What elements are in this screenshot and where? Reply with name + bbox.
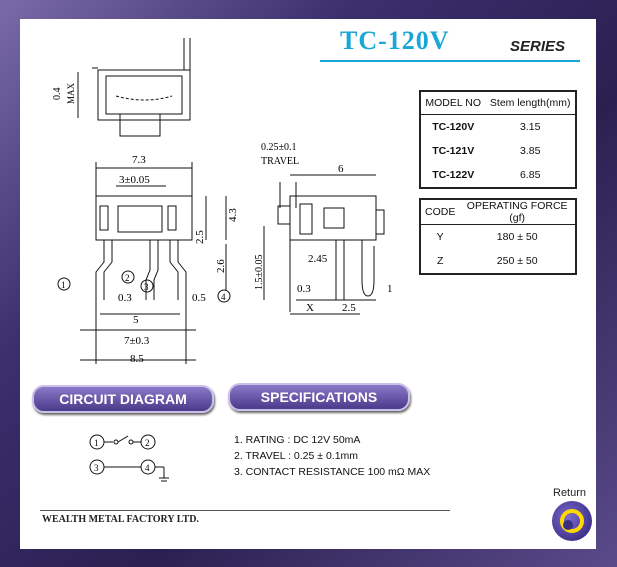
- dim-label: 6: [338, 163, 344, 175]
- return-icon: [560, 509, 584, 533]
- dim-label: 1: [387, 283, 393, 295]
- dim-label: 0.3: [118, 292, 132, 304]
- dim-label: 7.3: [132, 154, 146, 166]
- spec-item: 1. RATING : DC 12V 50mA: [234, 434, 361, 446]
- table-row: TC-120V 3.15: [432, 121, 541, 133]
- table-header: CODE: [420, 199, 460, 225]
- svg-text:4: 4: [145, 463, 150, 473]
- dim-label: 5: [133, 314, 139, 326]
- dim-label: MAX: [66, 82, 76, 104]
- dim-label: 3±0.05: [119, 174, 150, 186]
- dim-label: 2.5: [194, 230, 206, 244]
- factory-name: WEALTH METAL FACTORY LTD.: [42, 514, 199, 525]
- dim-label: 0.3: [297, 283, 311, 295]
- model-table: MODEL NO Stem length(mm) TC-120V 3.15 TC…: [419, 90, 577, 189]
- footer-divider: [40, 510, 450, 511]
- table-row: TC-122V 6.85: [432, 169, 541, 181]
- dim-label: 8.5: [130, 353, 144, 365]
- circuit-diagram: 1 2 3 4: [89, 434, 169, 482]
- spec-item: 3. CONTACT RESISTANCE 100 mΩ MAX: [234, 466, 431, 478]
- dim-label: 0.25±0.1: [261, 142, 297, 153]
- specifications-heading: SPECIFICATIONS: [228, 383, 410, 411]
- pin-number: 1: [61, 280, 66, 290]
- pin-number: 2: [125, 273, 130, 283]
- table-header: OPERATING FORCE (gf): [459, 199, 576, 225]
- spec-item: 2. TRAVEL : 0.25 ± 0.1mm: [234, 450, 359, 462]
- dim-label: X: [306, 302, 314, 314]
- svg-text:3: 3: [94, 463, 99, 473]
- table-row: Y 180 ± 50: [436, 231, 538, 243]
- dim-label: 2.6: [215, 259, 227, 273]
- dim-label: 0.5: [192, 292, 206, 304]
- pin-number: 3: [144, 282, 149, 292]
- dim-label: 1.5±0.05: [254, 255, 265, 291]
- dim-label: TRAVEL: [261, 156, 299, 167]
- force-table: CODE OPERATING FORCE (gf) Y 180 ± 50 Z 2…: [419, 198, 577, 275]
- dim-label: 7±0.3: [124, 335, 150, 347]
- page-title: TC-120V: [340, 26, 450, 55]
- circuit-diagram-heading: CIRCUIT DIAGRAM: [32, 385, 214, 413]
- svg-text:1: 1: [94, 438, 99, 448]
- table-header: Stem length(mm): [485, 91, 576, 115]
- technical-drawing: 0.4 MAX 7.3 3±0.05 2.5 4.3 2.6 0.3 0.5 5…: [52, 38, 393, 365]
- svg-text:2: 2: [145, 438, 150, 448]
- pin-number: 4: [221, 292, 226, 302]
- table-row: Z 250 ± 50: [436, 255, 538, 267]
- series-label: SERIES: [510, 38, 566, 55]
- table-header: MODEL NO: [420, 91, 486, 115]
- return-button[interactable]: [552, 501, 592, 541]
- dim-label: 2.5: [342, 302, 356, 314]
- return-label[interactable]: Return: [553, 487, 587, 499]
- table-row: TC-121V 3.85: [432, 145, 541, 157]
- dim-label: 4.3: [227, 208, 239, 222]
- title-underline: [320, 60, 580, 62]
- dim-label: 2.45: [308, 253, 328, 265]
- specifications-list: 1. RATING : DC 12V 50mA 2. TRAVEL : 0.25…: [234, 432, 430, 480]
- dim-label: 0.4: [52, 88, 63, 101]
